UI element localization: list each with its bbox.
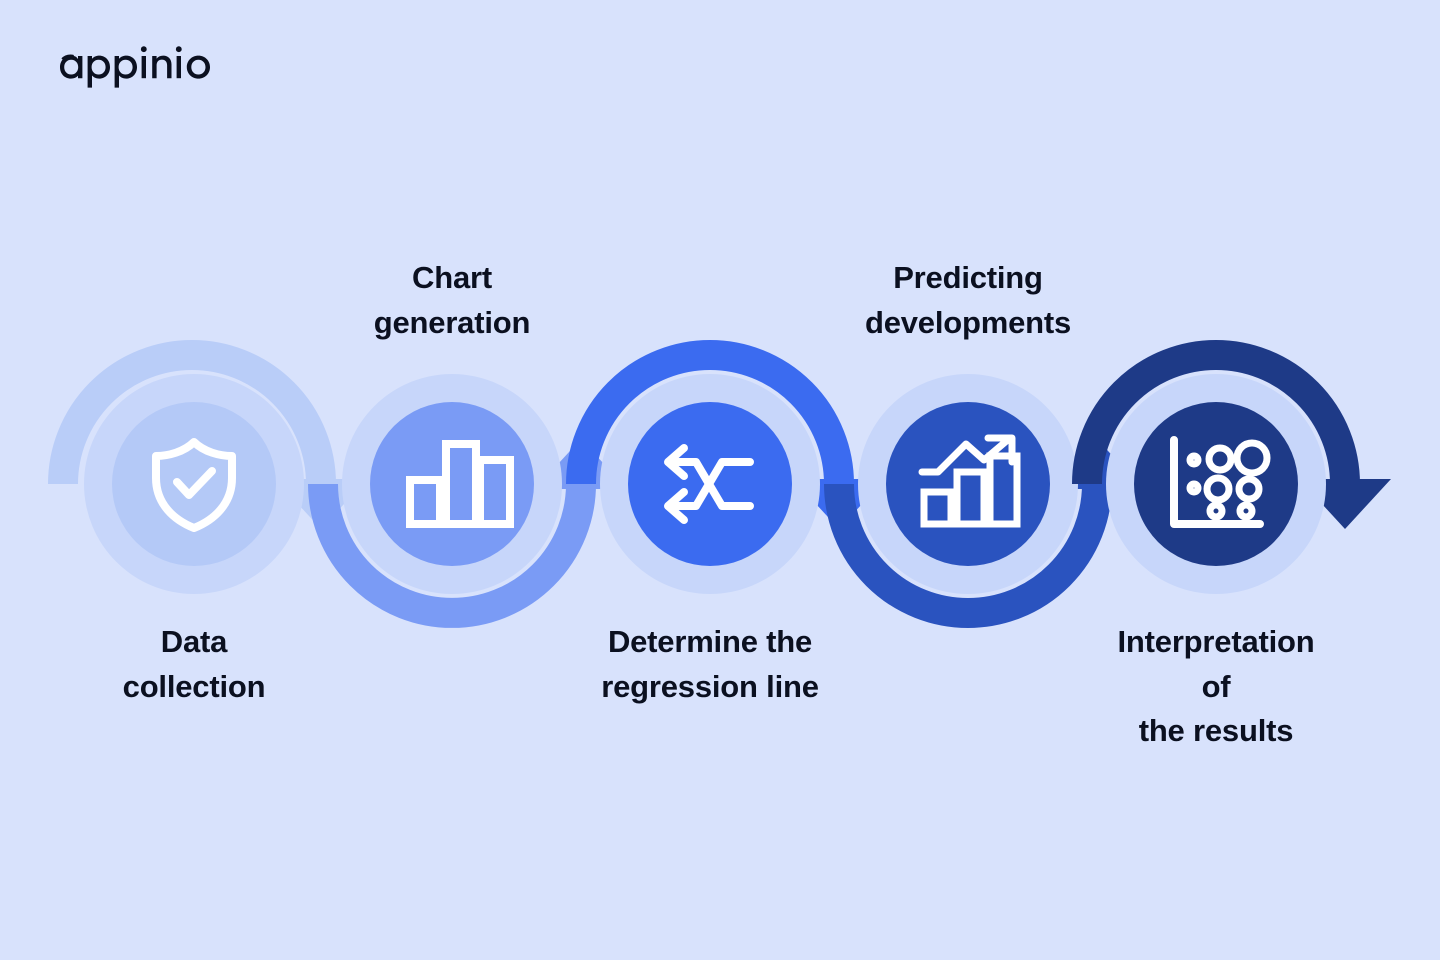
arc-segment [566, 340, 854, 485]
flow-node-5[interactable] [1134, 402, 1298, 566]
bar-chart-icon [406, 440, 514, 528]
appinio-logo [56, 44, 226, 92]
step-label-predicting-developments: Predicting developments [864, 259, 1072, 340]
flow-node-4[interactable] [886, 402, 1050, 566]
arc-segment [1072, 340, 1360, 485]
node-circle-1 [112, 402, 276, 566]
arc-segment [824, 483, 1112, 628]
appinio-wordmark-icon [60, 46, 210, 88]
step-label-interpretation-of-results: Interpretation of the results [1117, 624, 1315, 749]
step-label-chart-generation: Chart generation [373, 259, 531, 340]
arc-segment [48, 340, 336, 485]
flow-node-1[interactable] [112, 402, 276, 566]
node-circle-4 [886, 402, 1050, 566]
trend-bars-icon [918, 434, 1021, 528]
flow-node-2[interactable] [370, 402, 534, 566]
shuffle-arrows-icon [664, 444, 754, 524]
step-label-determine-regression-line: Determine the regression line [601, 624, 819, 704]
node-circle-5 [1134, 402, 1298, 566]
flow-node-3[interactable] [628, 402, 792, 566]
step-label-data-collection: Data collection [122, 624, 266, 704]
bubble-scatter-chart-icon [1170, 436, 1271, 528]
shield-check-icon [152, 438, 236, 532]
arc-segment [308, 483, 596, 628]
